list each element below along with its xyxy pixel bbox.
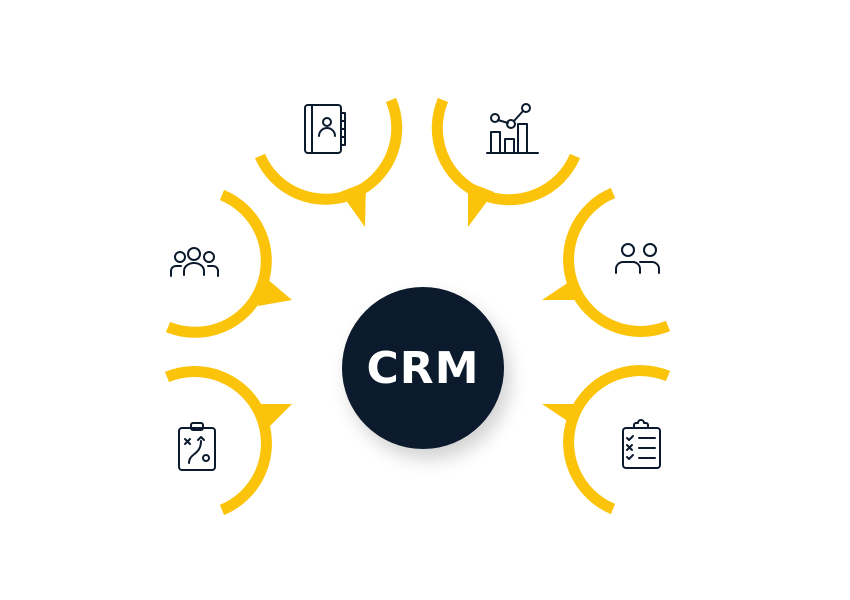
- node-team-arc: [165, 189, 272, 338]
- address-book-icon: [304, 104, 346, 154]
- node-analytics-arc: [431, 97, 581, 206]
- node-customers-pointer: [542, 278, 583, 300]
- node-customers-bubble: [542, 187, 671, 337]
- crm-center-label: CRM: [366, 342, 480, 394]
- node-contacts-arc: [254, 97, 403, 205]
- crm-center-circle: CRM: [342, 287, 504, 449]
- node-strategy-arc: [164, 366, 272, 516]
- bar-chart-trend-icon: [486, 103, 539, 154]
- three-people-icon: [170, 247, 219, 277]
- checklist-clipboard-icon: [622, 419, 661, 469]
- strategy-clipboard-icon: [178, 422, 216, 471]
- node-tasks-arc: [563, 365, 671, 515]
- node-team-pointer: [258, 278, 292, 306]
- node-analytics-pointer: [468, 182, 494, 227]
- node-tasks-pointer: [542, 404, 582, 426]
- two-people-icon: [615, 243, 660, 274]
- node-strategy-bubble: [164, 366, 292, 516]
- node-tasks-bubble: [542, 365, 671, 515]
- node-team-bubble: [165, 189, 292, 338]
- node-analytics-bubble: [431, 97, 581, 227]
- node-strategy-pointer: [258, 404, 292, 428]
- node-contacts-bubble: [254, 97, 403, 227]
- node-contacts-pointer: [340, 182, 366, 227]
